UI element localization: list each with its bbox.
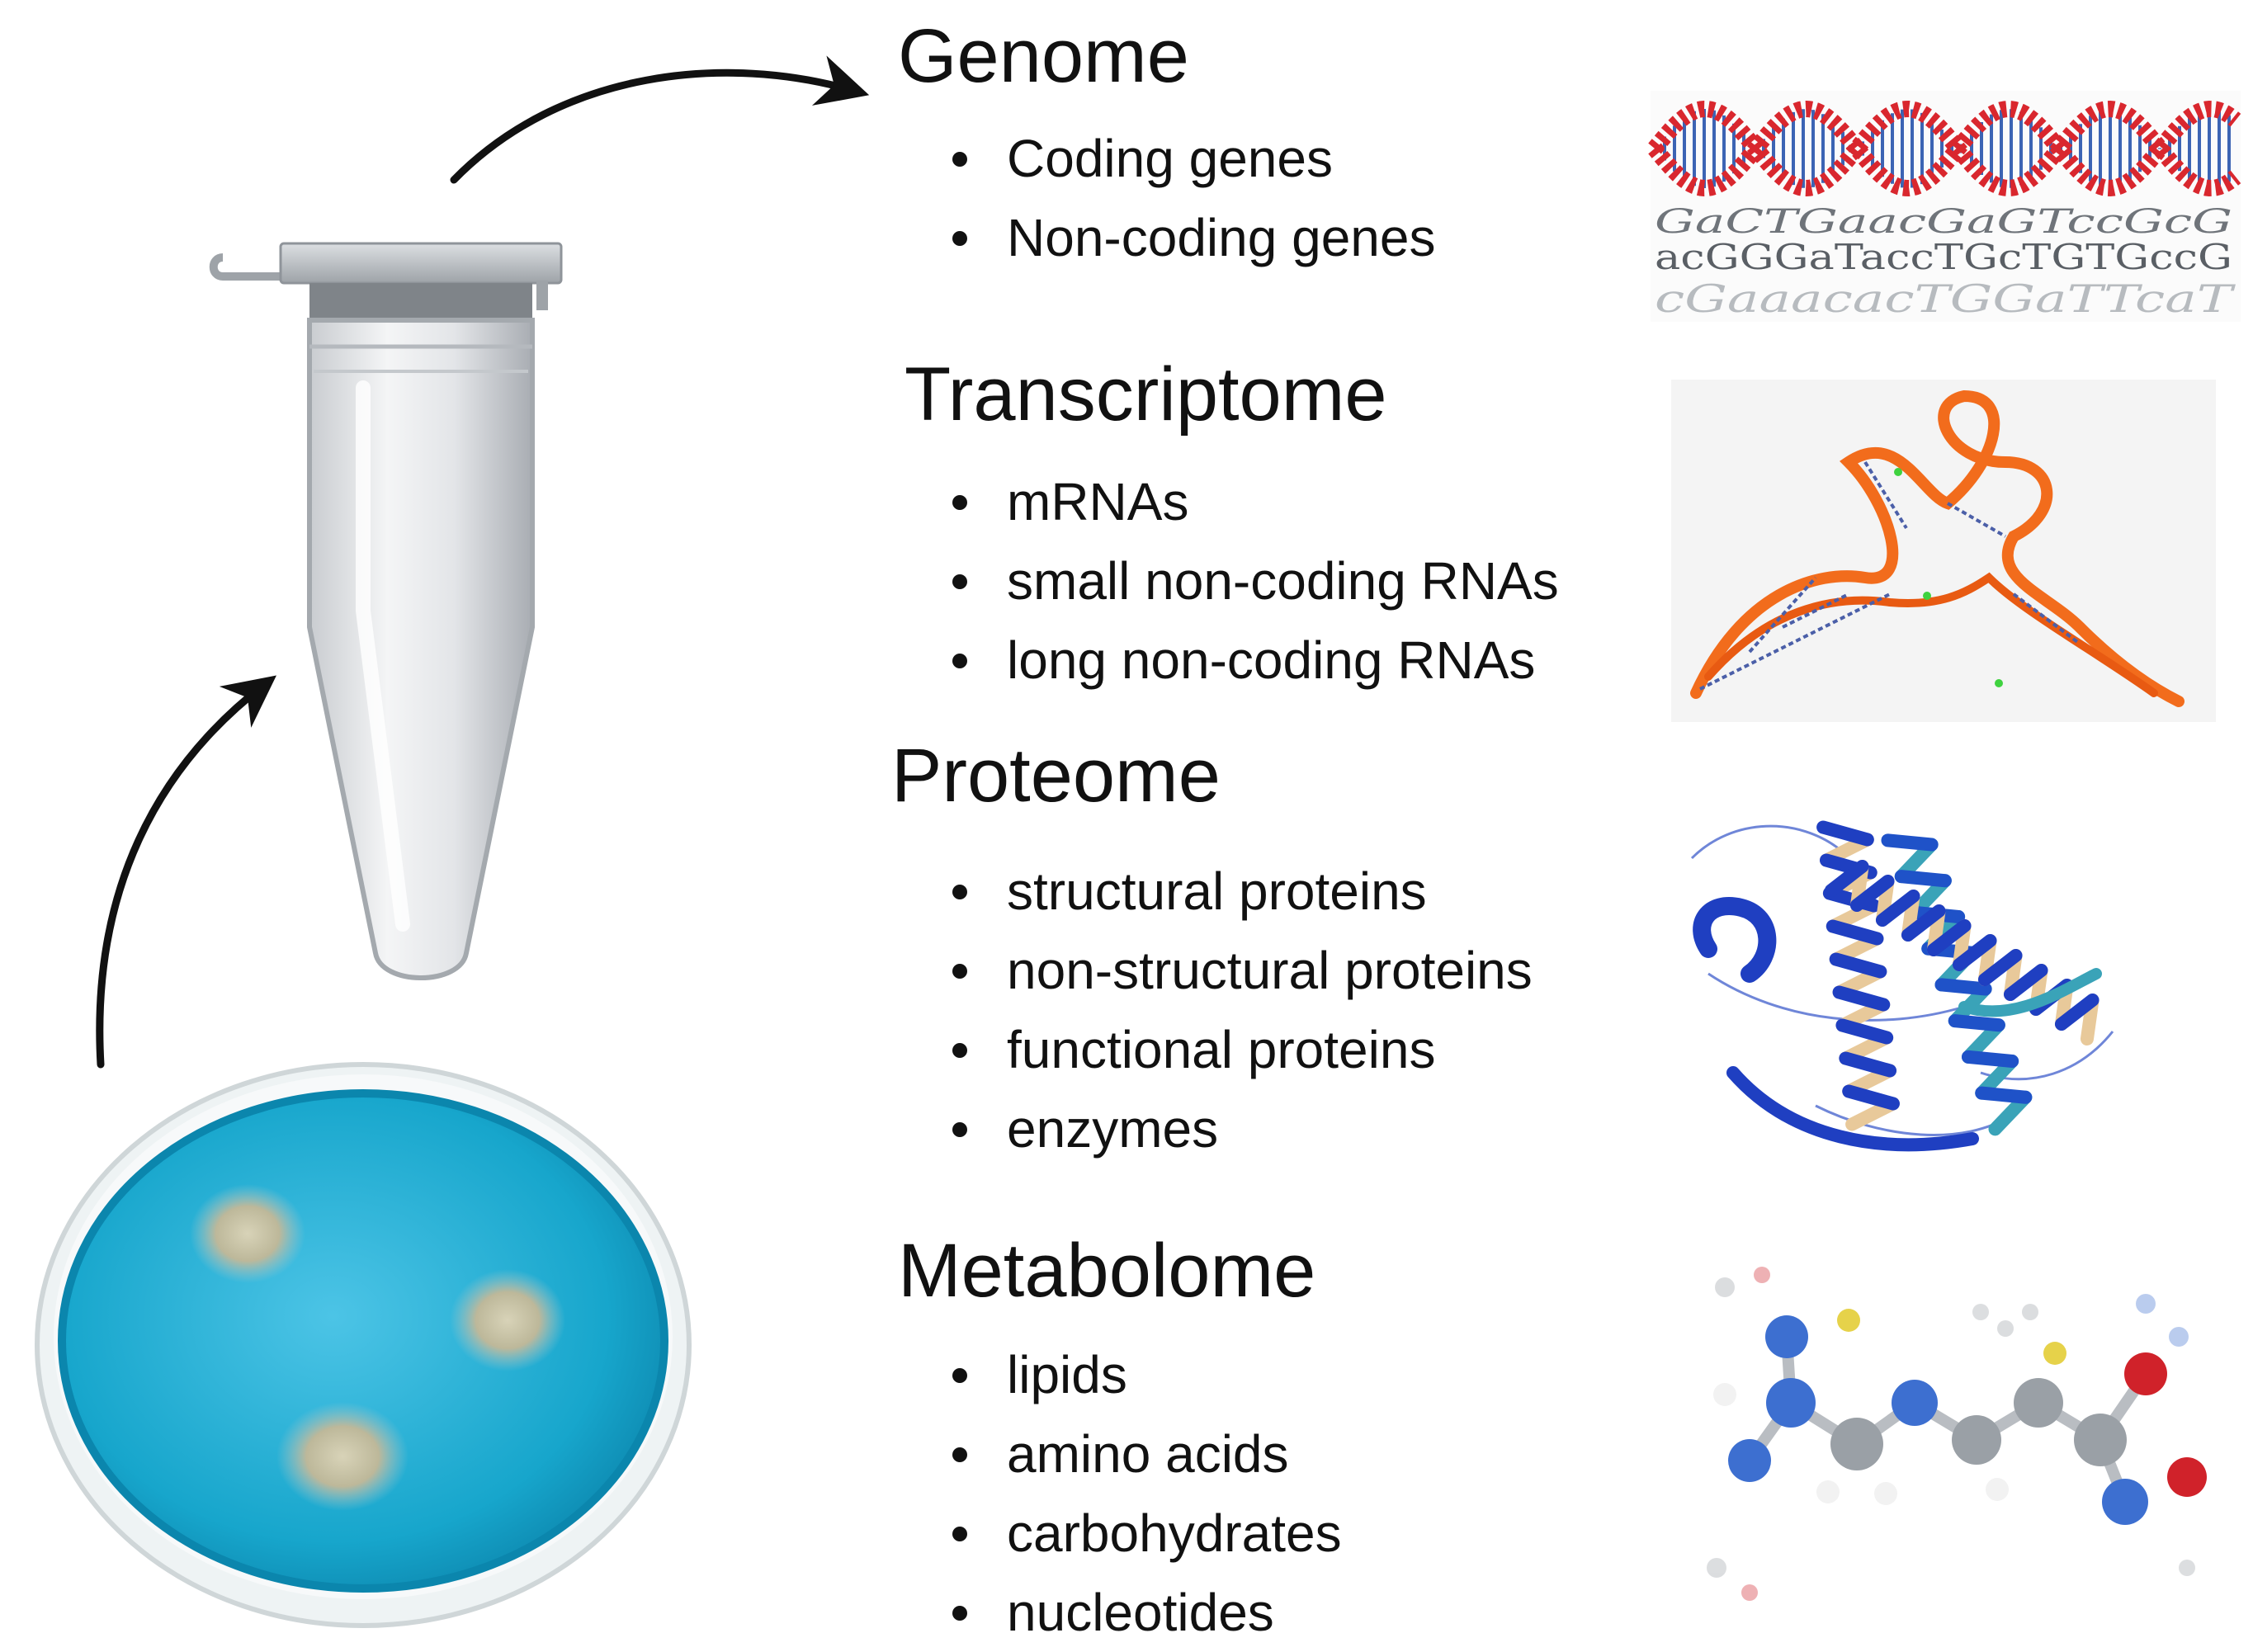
list-item: mRNAs [898, 462, 1559, 541]
dna-sequence-text: cGaaacacTGGaTTcaT [1655, 276, 2236, 321]
molecule-ball-stick-icon [1707, 1267, 2207, 1601]
list-item: nucleotides [898, 1573, 1342, 1652]
section-list-metabolome: lipids amino acids carbohydrates nucleot… [898, 1335, 1342, 1652]
section-heading-metabolome: Metabolome [898, 1229, 1316, 1313]
protein-ribbon-icon [1690, 820, 2114, 1152]
list-item: Non-coding genes [898, 198, 1435, 277]
section-list-proteome: structural proteins non-structural prote… [898, 852, 1533, 1168]
section-heading-transcriptome: Transcriptome [905, 352, 1387, 437]
list-item: long non-coding RNAs [898, 621, 1559, 700]
list-item: carbohydrates [898, 1494, 1342, 1573]
list-item: amino acids [898, 1414, 1342, 1494]
microcentrifuge-tube-icon [209, 242, 563, 980]
list-item: small non-coding RNAs [898, 541, 1559, 621]
list-item: Coding genes [898, 119, 1435, 198]
rna-structure-icon [1671, 380, 2216, 722]
dna-sequence-text: GaCTGaacGaGTccGcG [1655, 203, 2232, 241]
list-item: functional proteins [898, 1010, 1533, 1089]
petri-dish-icon [35, 1062, 692, 1628]
colony [276, 1402, 409, 1511]
section-heading-genome: Genome [898, 14, 1189, 98]
curved-arrow-icon [96, 675, 276, 1069]
list-item: structural proteins [898, 852, 1533, 931]
colony [190, 1184, 305, 1283]
dna-double-helix-icon: GaCTGaacGaGTccGcG acGGGaTaccTGcTGTGccG c… [1648, 91, 2241, 322]
colony [450, 1269, 565, 1371]
list-item: non-structural proteins [898, 931, 1533, 1010]
section-list-genome: Coding genes Non-coding genes [898, 119, 1435, 277]
section-heading-proteome: Proteome [891, 734, 1221, 818]
list-item: lipids [898, 1335, 1342, 1414]
curved-arrow-icon [450, 55, 870, 184]
section-list-transcriptome: mRNAs small non-coding RNAs long non-cod… [898, 462, 1559, 700]
list-item: enzymes [898, 1089, 1533, 1168]
dna-sequence-text: acGGGaTaccTGcTGTGccG [1655, 237, 2232, 277]
